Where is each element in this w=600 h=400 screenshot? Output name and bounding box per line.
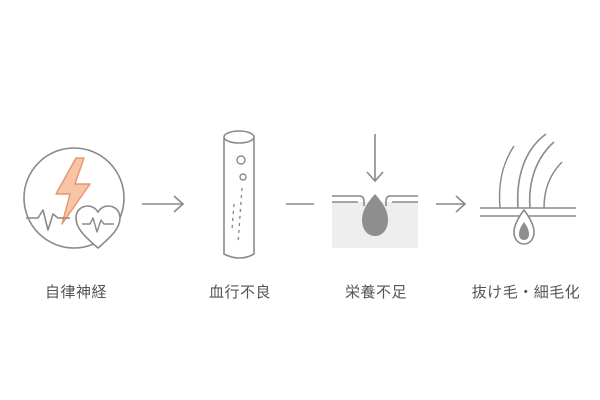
- hair-follicle-nutrient-icon: [332, 134, 418, 248]
- step-label-blood-circulation: 血行不良: [208, 283, 271, 301]
- step-label-nutrient-deficiency: 栄養不足: [344, 283, 407, 301]
- step-label-hair-loss: 抜け毛・細毛化: [471, 283, 581, 301]
- arrow-right-icon: [142, 195, 185, 213]
- hair-loss-icon: [480, 133, 576, 245]
- dash-connector-icon: [286, 203, 314, 205]
- step-label-autonomic-nerve: 自律神経: [44, 283, 107, 301]
- blood-vessel-icon: [223, 130, 255, 259]
- autonomic-nerve-icon: [23, 147, 125, 250]
- arrow-right-icon: [436, 195, 467, 213]
